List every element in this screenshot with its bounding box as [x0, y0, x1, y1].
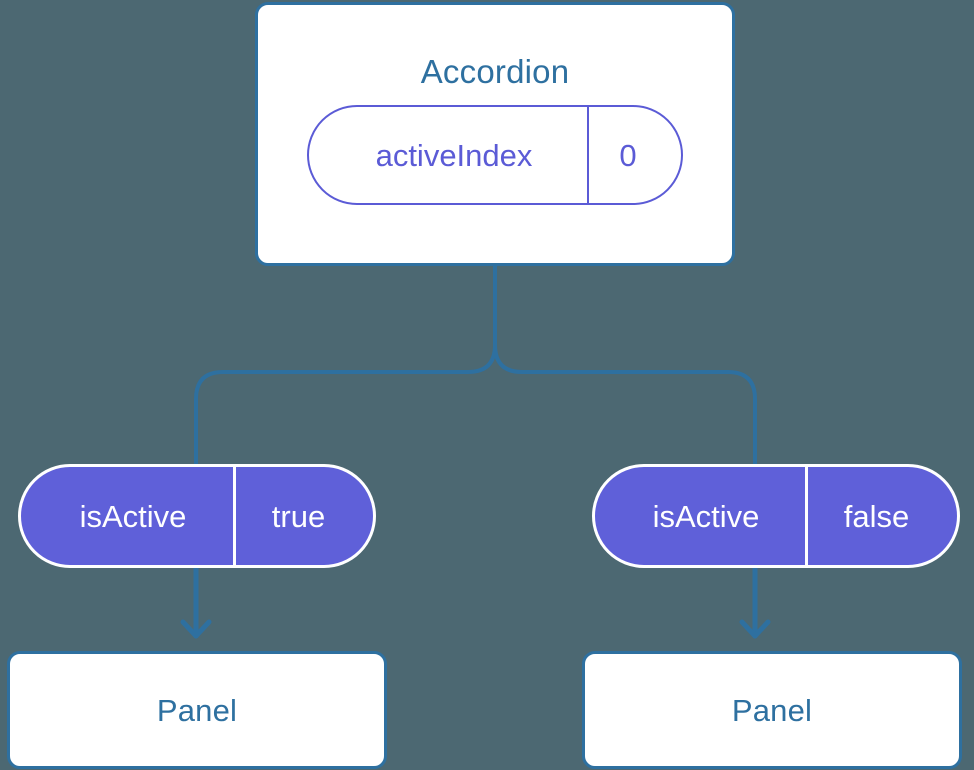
pill-isactive-true-key: isActive [79, 498, 187, 534]
connector-trunk-left [194, 264, 497, 472]
pill-isactive-true-value: true [233, 467, 373, 565]
arrow-head-right-icon [739, 619, 771, 639]
node-panel-left-card[interactable]: Panel [7, 651, 387, 769]
arrow-head-left-icon [180, 619, 212, 639]
accordion-state-pill[interactable]: activeIndex 0 [307, 105, 683, 205]
pill-isactive-true[interactable]: isActive true [18, 464, 376, 568]
pill-isactive-false[interactable]: isActive false [592, 464, 960, 568]
pill-isactive-false-value: false [805, 467, 957, 565]
accordion-state-value: 0 [587, 107, 681, 203]
node-panel-right-card[interactable]: Panel [582, 651, 962, 769]
panel-left-title: Panel [156, 692, 238, 728]
connector-trunk-right [493, 264, 757, 472]
panel-right-title: Panel [731, 692, 813, 728]
node-accordion-card[interactable]: Accordion activeIndex 0 [255, 2, 735, 266]
accordion-title: Accordion [420, 53, 570, 90]
pill-isactive-false-key: isActive [652, 498, 760, 534]
accordion-state-key: activeIndex [375, 137, 533, 173]
